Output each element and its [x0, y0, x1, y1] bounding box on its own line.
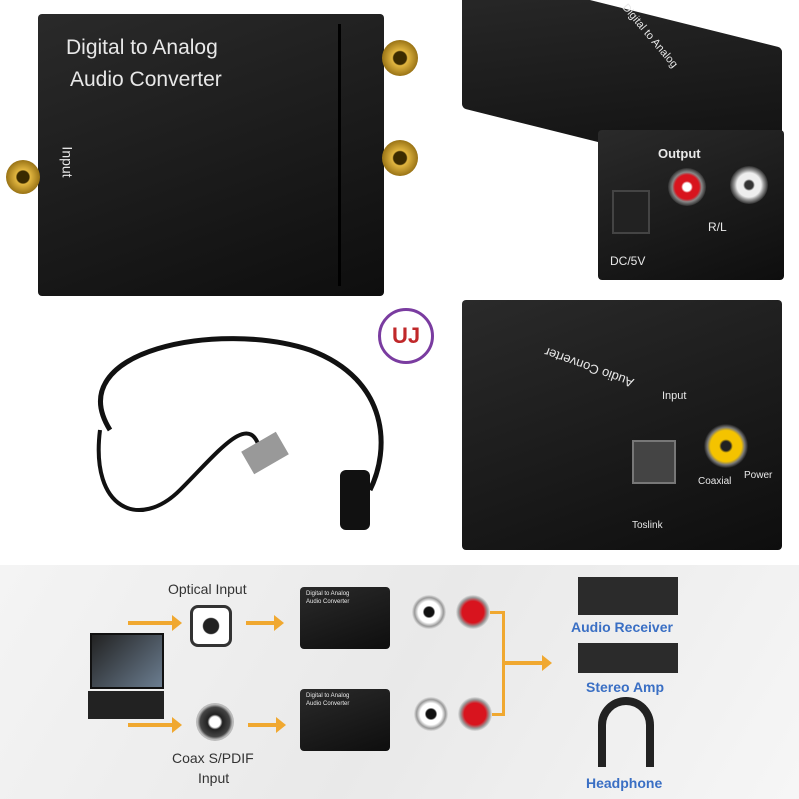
audio-receiver-icon	[578, 577, 678, 615]
coax-port-icon	[196, 703, 234, 741]
optical-port-icon	[190, 605, 232, 647]
arrow	[248, 717, 286, 733]
mini-title: Digital to Analog	[306, 693, 350, 699]
headphone-icon	[598, 697, 654, 767]
coax-input-label: Coax S/PDIF	[172, 750, 254, 766]
mini-title: Audio Converter	[306, 599, 350, 605]
mini-title: Audio Converter	[306, 701, 350, 707]
input-label: Input	[662, 390, 687, 402]
audio-receiver-label: Audio Receiver	[571, 619, 673, 635]
power-label: Power	[744, 470, 773, 481]
arrow	[504, 655, 552, 671]
mini-converter: Digital to Analog Audio Converter	[300, 689, 390, 751]
rca-white-icon	[412, 595, 446, 629]
converter-rear-face: Output R/L DC/5V	[598, 130, 784, 280]
stereo-amp-label: Stereo Amp	[586, 679, 665, 695]
stereo-amp-icon	[578, 643, 678, 673]
rca-red-icon	[456, 595, 490, 629]
optical-and-usb-cable	[96, 336, 384, 530]
rca-white-icon	[414, 697, 448, 731]
rl-label: R/L	[708, 220, 727, 234]
dc-jack	[612, 190, 650, 234]
rca-connector-gold	[382, 140, 418, 176]
converter-side-view: Audio Converter Input Toslink Coaxial Po…	[462, 300, 782, 550]
rca-red-jack	[668, 168, 706, 206]
input-label: Input	[59, 146, 76, 178]
arrow	[246, 615, 284, 631]
coaxial-label: Coaxial	[698, 476, 732, 487]
dvd-player-icon	[88, 691, 164, 719]
output-label: Output	[658, 146, 701, 161]
converter-front-view: Digital to Analog Audio Converter Input	[38, 14, 384, 296]
toslink-label: Toslink	[632, 520, 663, 531]
toslink-port	[632, 440, 676, 484]
rca-connector-gold	[382, 40, 418, 76]
headphone-label: Headphone	[586, 775, 663, 791]
rca-white-jack	[730, 166, 768, 204]
optical-input-label: Optical Input	[168, 581, 247, 597]
dc-label: DC/5V	[610, 254, 646, 268]
rca-red-icon	[458, 697, 492, 731]
side-title: Audio Converter	[542, 344, 636, 391]
coaxial-connector-gold	[6, 160, 40, 194]
converter-title-line1: Digital to Analog	[66, 36, 218, 59]
mini-converter: Digital to Analog Audio Converter	[300, 587, 390, 649]
mini-title: Digital to Analog	[306, 591, 350, 597]
uj-logo: UJ	[378, 308, 434, 364]
coax-input-label-2: Input	[198, 770, 230, 786]
coaxial-yellow-jack	[704, 424, 748, 468]
converter-title-line2: Audio Converter	[70, 68, 222, 91]
tv-icon	[90, 633, 164, 689]
arrow	[128, 717, 182, 733]
connection-diagram: Optical Input Coax S/PDIF Input Digital …	[0, 565, 799, 799]
arrow	[128, 615, 182, 631]
